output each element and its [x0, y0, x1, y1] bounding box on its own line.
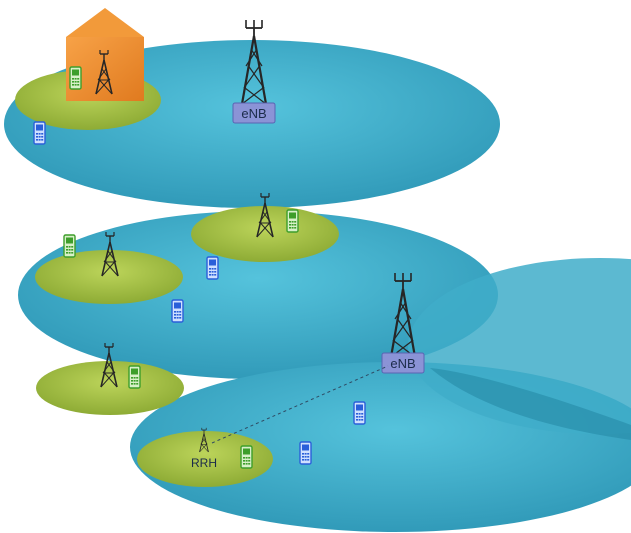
- enb-box-top: eNB: [232, 102, 276, 124]
- mobile-phone-icon: [69, 66, 82, 90]
- mobile-phone-icon: [353, 401, 366, 425]
- mobile-phone-icon: [63, 234, 76, 258]
- mobile-phone-icon: [240, 445, 253, 469]
- mobile-phone-icon: [128, 365, 141, 389]
- mobile-phone-icon: [206, 256, 219, 280]
- small-cell-left: [35, 250, 183, 304]
- mobile-phone-icon: [171, 299, 184, 323]
- rrh-fronthaul-link: [211, 365, 389, 444]
- small-cell-rrh: [137, 431, 273, 487]
- small-cell-lower-left: [36, 361, 184, 415]
- macro-cell-overlap: [430, 368, 631, 440]
- house-icon: [66, 8, 144, 101]
- rrh-label: RRH: [191, 456, 217, 470]
- small-cell-center: [191, 206, 339, 262]
- enb-label-right: eNB: [390, 356, 415, 371]
- mobile-phone-icon: [299, 441, 312, 465]
- enb-box-right: eNB: [381, 352, 425, 374]
- mobile-phone-icon: [286, 209, 299, 233]
- mobile-phone-icon: [33, 121, 46, 145]
- enb-label-top: eNB: [241, 106, 266, 121]
